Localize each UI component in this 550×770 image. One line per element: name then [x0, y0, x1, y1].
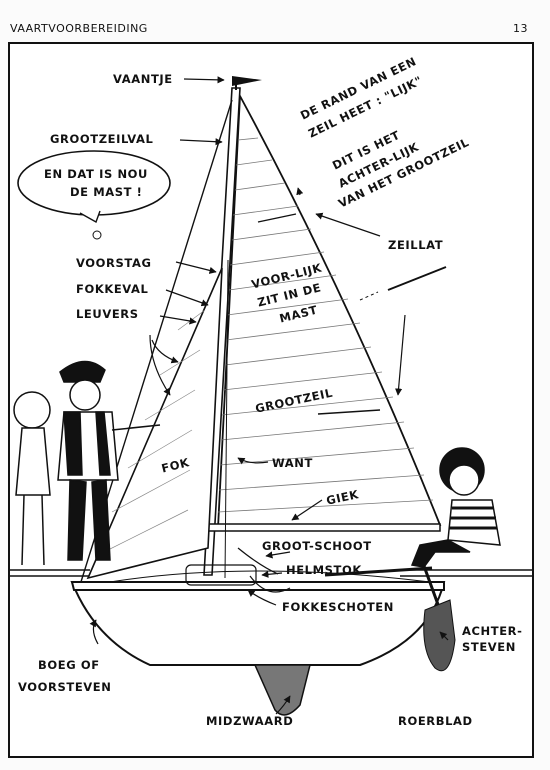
label-want: WANT: [272, 456, 313, 470]
label-fokkeval: FOKKEVAL: [76, 282, 149, 296]
page-number: 13: [513, 22, 528, 35]
cockpit: [185, 547, 291, 593]
label-vaantje: VAANTJE: [113, 72, 173, 86]
chapter-title: VAARTVOORBEREIDING: [10, 22, 148, 35]
speech-bubble-line-1: EN DAT IS NOU: [44, 167, 148, 181]
jib: [86, 267, 223, 580]
label-voorstag: VOORSTAG: [76, 256, 152, 270]
sitting-child-figure: [410, 447, 501, 568]
label-zeillat: ZEILLAT: [388, 238, 444, 252]
speech-bubble: [17, 150, 171, 216]
label-grootzeilval: GROOTZEILVAL: [50, 132, 154, 146]
label-roerblad: ROERBLAD: [398, 714, 473, 728]
pennant: [232, 76, 262, 86]
rudder: [418, 554, 456, 672]
centerboard: [253, 664, 311, 716]
label-midzwaard: MIDZWAARD: [206, 714, 294, 728]
label-achtersteven-1: ACHTER-: [462, 624, 523, 638]
captain-figure: [57, 360, 161, 561]
label-helmstok: HELMSTOK: [286, 563, 362, 577]
label-arrows: [89, 76, 449, 715]
label-leuvers: LEUVERS: [76, 307, 139, 321]
shroud: [224, 259, 229, 579]
tiller: [324, 566, 433, 577]
mainsail: [217, 92, 442, 529]
label-boeg-1: BOEG OF: [38, 658, 100, 672]
label-grootschoot: GROOT-SCHOOT: [262, 539, 372, 553]
label-achtersteven-2: STEVEN: [462, 640, 516, 654]
label-boeg-2: VOORSTEVEN: [18, 680, 112, 694]
boom: [204, 523, 441, 532]
speech-bubble-line-2: DE MAST !: [70, 185, 143, 199]
boy-figure: [13, 391, 51, 566]
label-fokkeschoten: FOKKESCHOTEN: [282, 600, 394, 614]
